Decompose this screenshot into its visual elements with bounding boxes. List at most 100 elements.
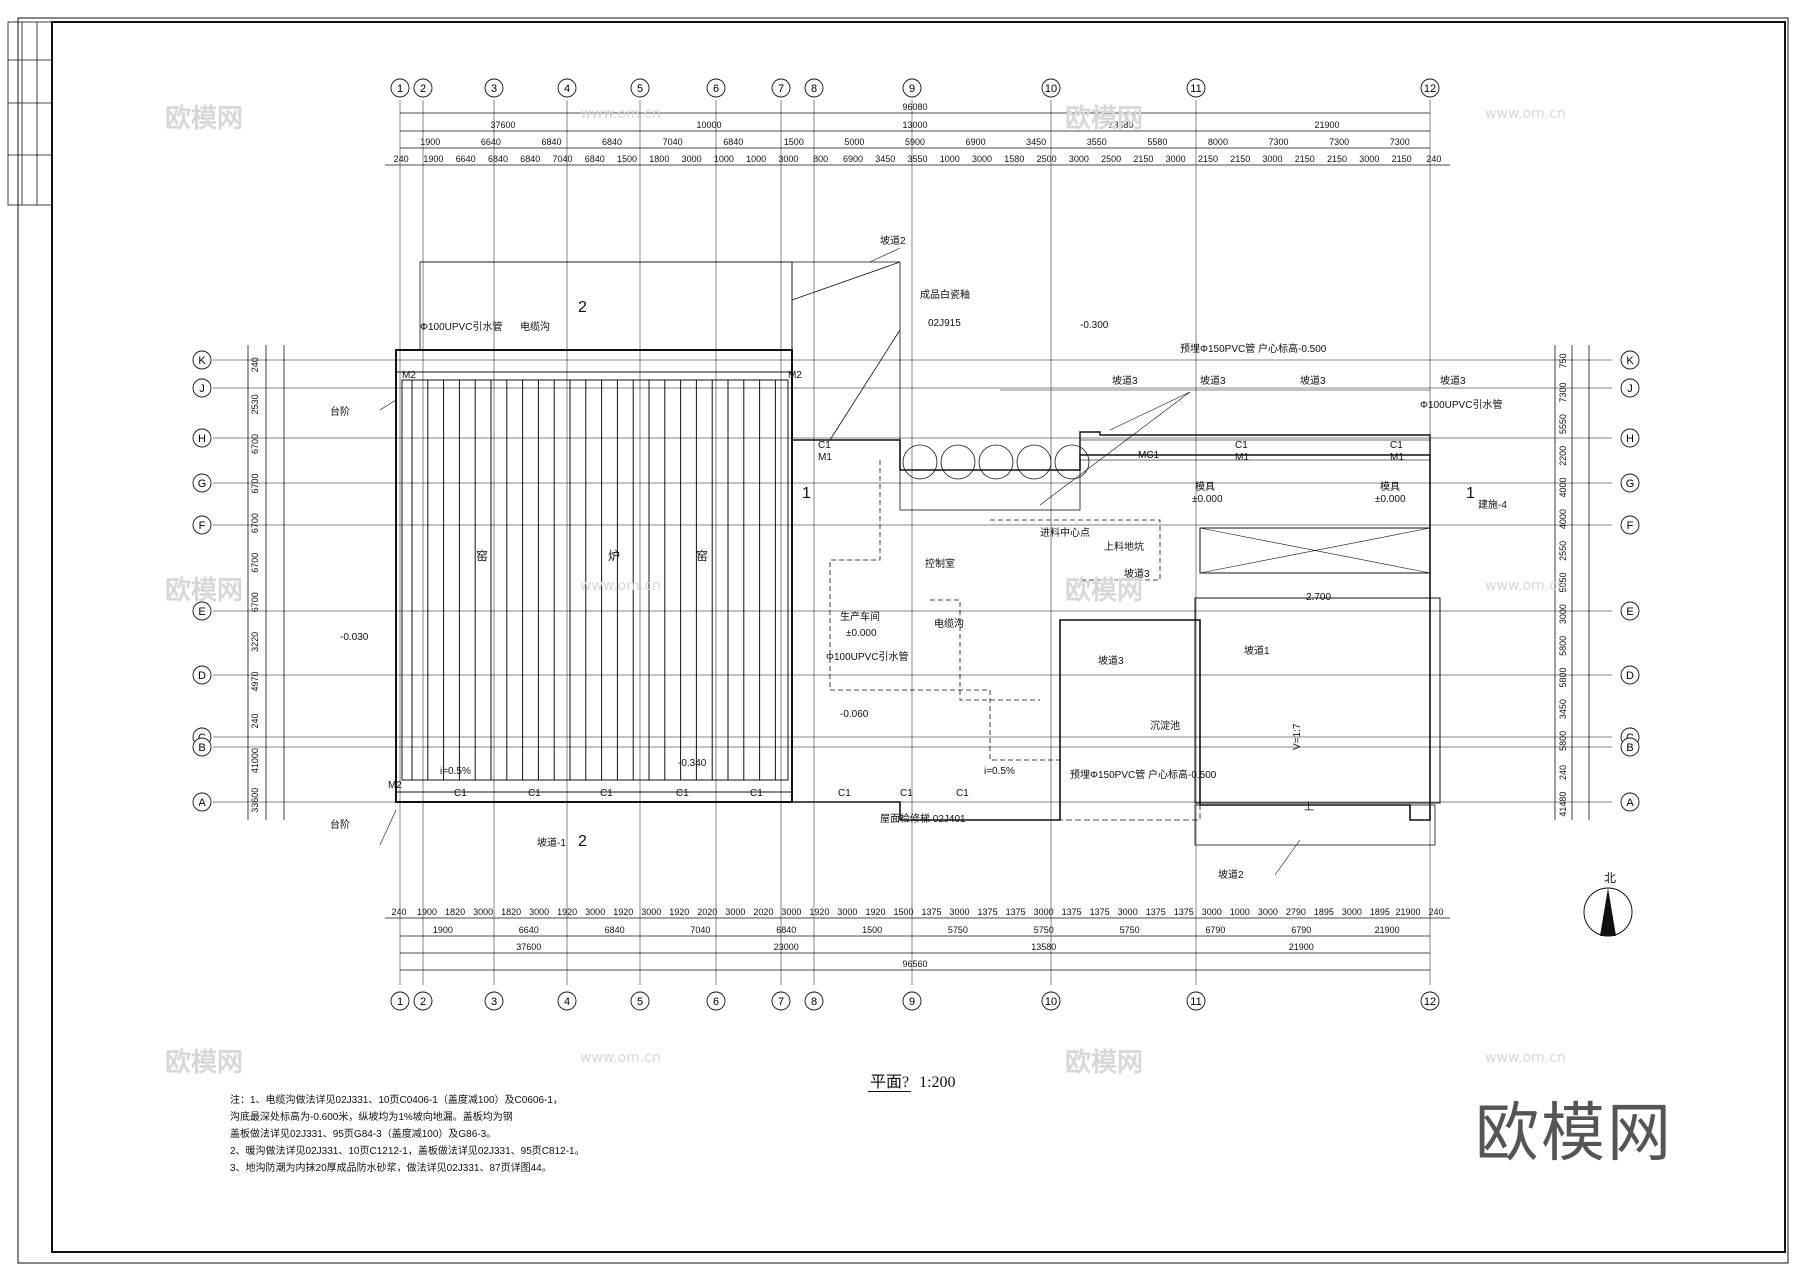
tank-circle [978,444,1014,480]
dim-top-detail: 1000 [746,154,766,164]
label-cable-sleeve-bottom: 预埋Φ150PVC管 户心标高-0.500 [1070,768,1217,781]
label-cable-trench2: 电缆沟 [934,617,964,630]
dim-left: 2530 [250,394,260,414]
grid-bubble-row-D-label: D [1626,670,1634,682]
grid-bubble-row-G: G [192,473,212,493]
grid-bubble-row-G-label: G [1626,478,1635,490]
dim-bottom-detail: 2020 [753,907,773,917]
grid-bubble-col-7: 7 [771,78,791,98]
dim-bottom-segment: 21900 [1289,942,1314,952]
grid-bubble-col-3-label: 3 [491,996,497,1008]
dim-bottom-axis: 7040 [690,925,710,935]
note-line: 注：1、电缆沟做法详见02J331、10页C0406-1（盖度减100）及C06… [230,1095,563,1106]
dim-top-axis: 3450 [1026,137,1046,147]
grid-bubble-row-E: E [1620,601,1640,621]
grid-bubble-col-10-label: 10 [1045,83,1057,95]
dim-top-axis: 5580 [1147,137,1167,147]
production-block [792,439,1441,821]
dim-bottom-detail: 1500 [893,907,913,917]
label-sedimentation: 沉淀池 [1150,719,1180,732]
label-section-side-left: 1 [802,485,811,502]
dim-bottom-detail: 3000 [837,907,857,917]
label-door-m1-b: M1 [1235,452,1249,463]
grid-bubble-col-12-label: 12 [1424,996,1436,1008]
label-door-m1-a: M1 [818,452,832,463]
dim-right: 41480 [1558,792,1568,817]
leader-lines [379,247,1301,876]
grid-bubble-row-A-circle [192,792,212,812]
dim-top-detail: 1900 [423,154,443,164]
dim-bottom-detail: 1895 [1370,907,1390,917]
dim-top-axis: 5000 [844,137,864,147]
label-slope3-a: 坡道3 [1112,374,1138,387]
dim-top-detail: 2150 [1295,154,1315,164]
grid-bubble-row-D-circle [192,665,212,685]
grid-bubble-col-8-circle [804,991,824,1011]
grid-bubble-row-G: G [1620,473,1640,493]
dim-bottom-detail: 2790 [1286,907,1306,917]
dim-top-segment: 21900 [1314,120,1339,130]
grid-bubble-col-2: 2 [413,991,433,1011]
grid-bubble-col-12-circle [1420,78,1440,98]
label-elev-bottom: -0.340 [678,758,707,769]
dim-top-detail: 1800 [649,154,669,164]
grid-bubble-row-J: J [192,378,212,398]
dim-right: 5800 [1558,731,1568,751]
label-slope-pct-right: i=0.5% [984,766,1015,777]
dim-top-detail: 3000 [1166,154,1186,164]
dim-bottom-detail: 3000 [641,907,661,917]
dim-top-axis: 3550 [1087,137,1107,147]
dim-right: 750 [1558,353,1568,368]
grid-bubble-col-12: 12 [1420,991,1440,1011]
drawing-title-text: 平面? [868,1074,912,1092]
label-window-c1-i: C1 [838,788,851,799]
dim-bottom-detail: 1920 [809,907,829,917]
kiln-channel-lines [411,380,776,780]
grid-bubble-row-G-circle [1620,473,1640,493]
dim-top-detail: 6840 [520,154,540,164]
north-arrow [1583,887,1633,937]
label-slope2-top: 坡道2 [880,234,906,247]
label-steps-bottom: 台阶 [330,818,350,831]
label-elev-kiln2: ±0.000 [1375,494,1406,505]
dim-right: 2200 [1558,446,1568,466]
dim-top-detail: 2150 [1198,154,1218,164]
dim-bottom-detail: 1920 [557,907,577,917]
grid-bubble-row-F-circle [192,515,212,535]
grid-bubble-col-9-label: 9 [909,83,915,95]
dim-right: 3450 [1558,699,1568,719]
label-steps-top: 台阶 [330,405,350,418]
label-elev-top: -0.300 [1080,320,1109,331]
label-slope3-e: 坡道3 [1124,567,1150,580]
label-elev-ramp: 2.700 [1306,592,1331,603]
grid-bubble-col-9: 9 [902,991,922,1011]
tank-circle [1054,444,1090,480]
grid-bubble-row-G-circle [192,473,212,493]
grid-axis-lines-vertical [399,100,1431,985]
dim-right: 3000 [1558,604,1568,624]
grid-bubble-col-1: 1 [390,991,410,1011]
dim-left: 6700 [250,553,260,573]
grid-bubble-col-4-circle [557,78,577,98]
label-door-m1-c: M1 [1390,452,1404,463]
room-labels: 坡道2 成品白瓷釉 02J915 -0.300 预埋Φ150PVC管 户心标高-… [330,234,1616,885]
outer-frame [17,17,1789,1264]
dim-top-detail: 3450 [875,154,895,164]
dim-top-axis: 7300 [1390,137,1410,147]
dim-top-axis: 6840 [602,137,622,147]
dim-bottom-detail: 1375 [978,907,998,917]
grid-bubble-col-3: 3 [484,991,504,1011]
dim-left: 4970 [250,671,260,691]
dim-bottom-detail: 3000 [1118,907,1138,917]
dim-bottom-detail: 1000 [1230,907,1250,917]
dim-left: 240 [250,714,260,729]
label-up: 上 [1304,801,1314,813]
tank-circle [1016,444,1052,480]
label-slope3-d: 坡道3 [1440,374,1466,387]
dim-left: 6700 [250,513,260,533]
drawing-scale: 1:200 [919,1074,956,1091]
dim-top-detail: 6640 [456,154,476,164]
grid-bubble-row-A-label: A [1626,797,1634,809]
label-cable-trench: 电缆沟 [520,320,550,333]
grid-bubble-col-8: 8 [804,991,824,1011]
